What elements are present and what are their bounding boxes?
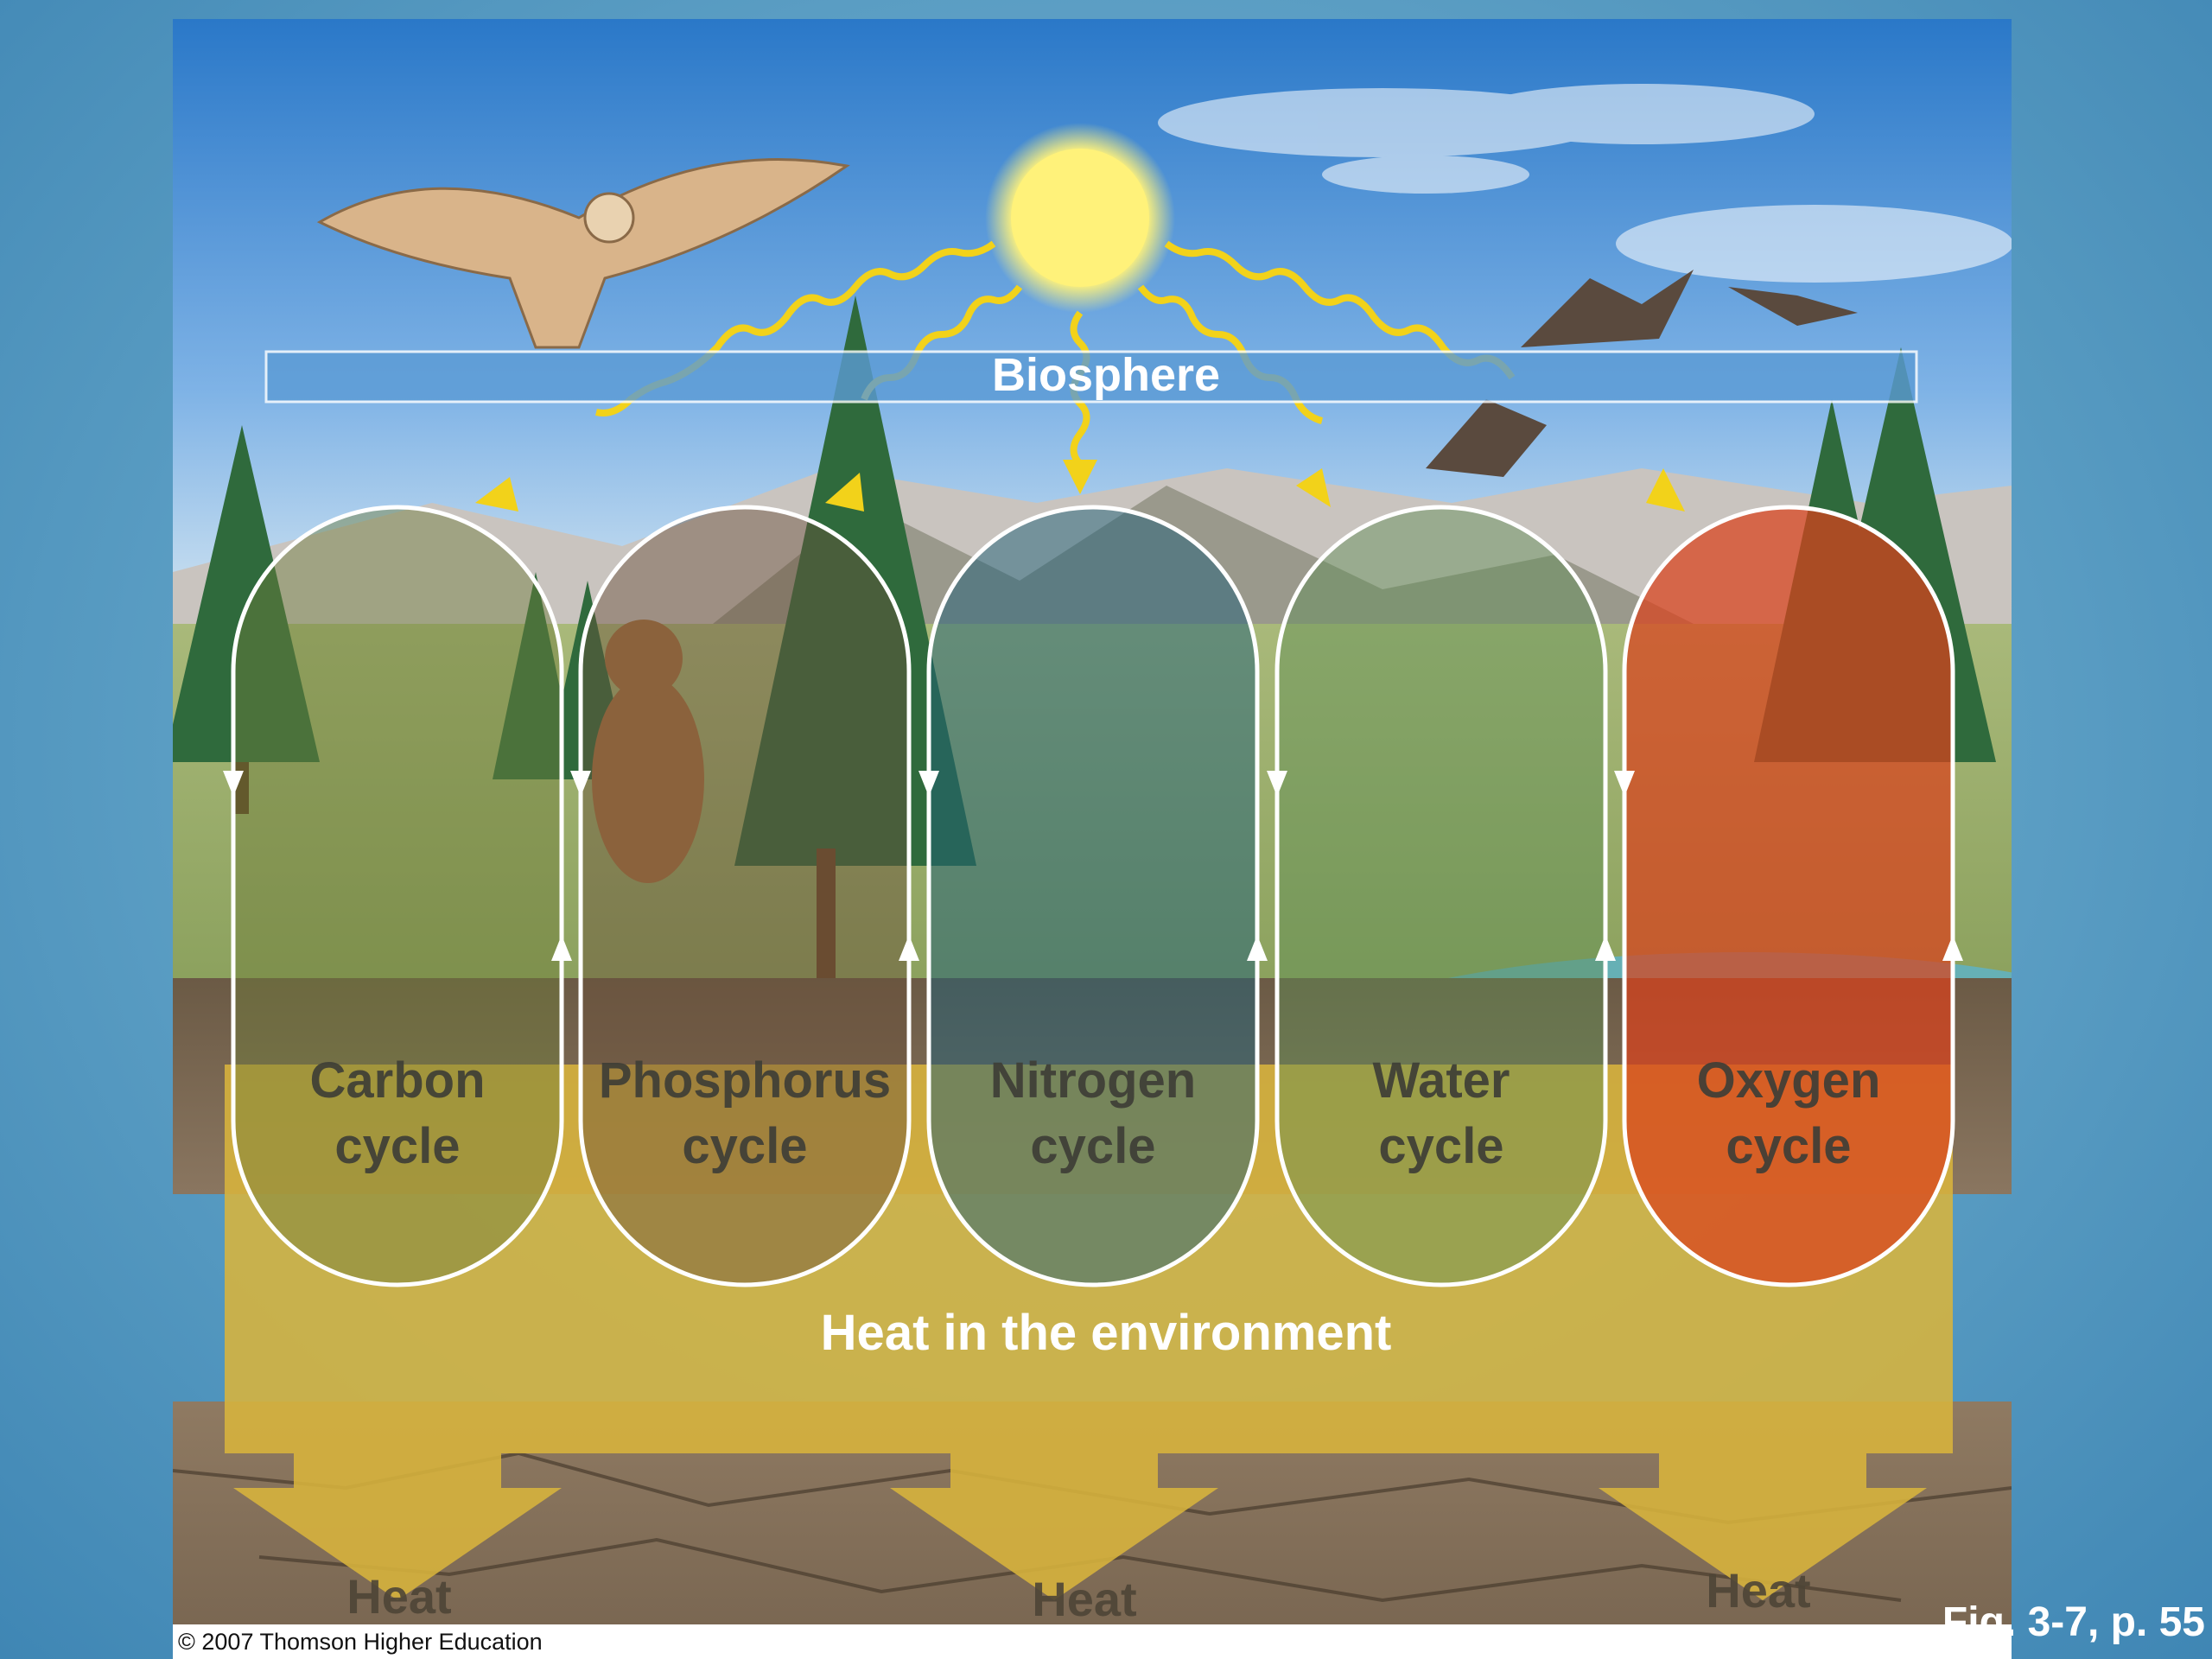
cycle-label-line2: cycle xyxy=(1030,1118,1155,1174)
sun-disc xyxy=(1011,149,1149,287)
ecosystem-cycles-diagram: Biosphere Carbon cycle Phosphorus cycle … xyxy=(173,19,2012,1659)
cycle-label-line1: Phosphorus xyxy=(599,1052,891,1109)
cycle-label-line2: cycle xyxy=(682,1118,807,1174)
cycle-label-line2: cycle xyxy=(1378,1118,1503,1174)
cycle-label-line1: Water xyxy=(1373,1052,1510,1109)
heat-label-right: Heat xyxy=(1706,1563,1810,1618)
biosphere-label: Biosphere xyxy=(992,349,1220,401)
cycle-capsule-oxygen: Oxygen cycle xyxy=(1622,505,1955,1287)
cycle-label-line2: cycle xyxy=(334,1118,460,1174)
biosphere-banner xyxy=(264,350,1918,404)
cycle-label-line1: Nitrogen xyxy=(990,1052,1196,1109)
clouds xyxy=(1158,84,2012,283)
bear-illustration xyxy=(592,620,704,883)
cycle-label-line2: cycle xyxy=(1726,1118,1851,1174)
cycle-capsule-carbon: Carbon cycle xyxy=(231,505,564,1287)
cycle-label-line1: Carbon xyxy=(310,1052,486,1109)
geese-illustration xyxy=(1426,270,1858,477)
heat-label-left: Heat xyxy=(346,1569,451,1624)
heat-in-environment-label: Heat in the environment xyxy=(821,1305,1392,1361)
cycle-flow-arrows xyxy=(223,771,1963,961)
cycle-capsule-phosphorus: Phosphorus cycle xyxy=(578,505,912,1287)
cycle-capsule-water: Water cycle xyxy=(1274,505,1608,1287)
ray-arrowheads xyxy=(475,460,1685,512)
owl-illustration xyxy=(316,158,850,349)
figure-caption: Fig. 3-7, p. 55 xyxy=(1942,1599,2205,1645)
heat-band xyxy=(225,1065,1953,1600)
cycle-label-line1: Oxygen xyxy=(1697,1052,1881,1109)
copyright-notice: © 2007 Thomson Higher Education xyxy=(178,1629,543,1655)
heat-label-center: Heat xyxy=(1032,1572,1136,1626)
cycle-capsule-nitrogen: Nitrogen cycle xyxy=(926,505,1260,1287)
copyright-strip xyxy=(173,1624,2012,1659)
